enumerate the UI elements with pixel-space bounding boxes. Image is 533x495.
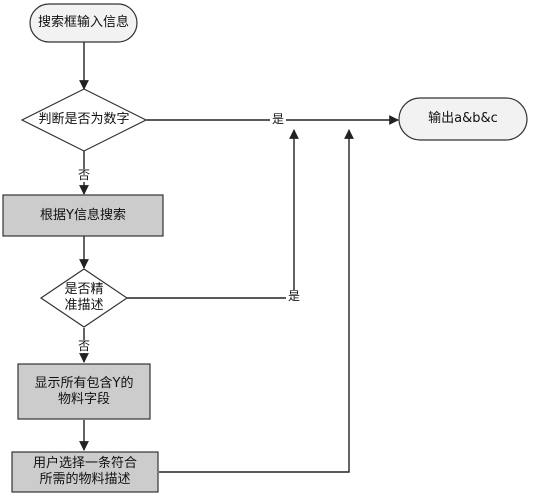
- search-process-shape: [2, 194, 164, 237]
- user-select-node: 用户选择一条符合 所需的物料描述: [32, 456, 137, 487]
- numeric-yes-label: 是: [270, 112, 287, 126]
- output-node: 输出a&b&c: [428, 111, 498, 126]
- show-all-y-node: 显示所有包含Y的 物料字段: [34, 375, 134, 407]
- precise-yes-label: 是: [286, 289, 303, 303]
- numeric-decision-node: 判断是否为数字: [38, 112, 130, 127]
- numeric-decision-shape: [20, 88, 148, 152]
- start-terminal-shape: [29, 3, 138, 43]
- start-node: 搜索框输入信息: [37, 15, 129, 30]
- show-process-shape: [17, 363, 151, 420]
- search-by-y-node: 根据Y信息搜索: [40, 207, 126, 223]
- select-process-shape: [11, 451, 159, 493]
- precise-no-label: 否: [76, 339, 93, 353]
- output-terminal-shape: [398, 97, 528, 141]
- precise-decision-node: 是否精 准描述: [64, 282, 104, 313]
- precise-decision-shape: [39, 268, 129, 328]
- numeric-no-label: 否: [76, 168, 93, 182]
- edge-select-merge: [159, 129, 354, 473]
